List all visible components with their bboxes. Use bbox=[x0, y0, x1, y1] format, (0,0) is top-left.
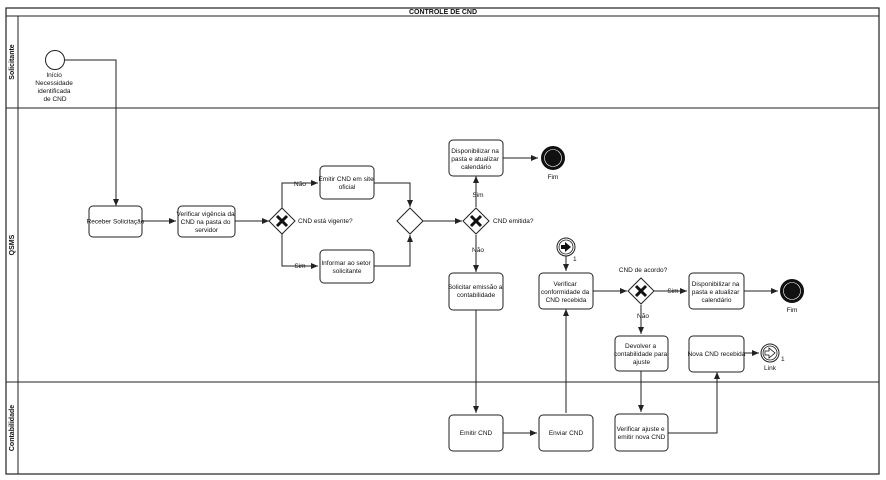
svg-text:Receber Solicitação: Receber Solicitação bbox=[87, 219, 145, 226]
svg-text:Nova CND recebida: Nova CND recebida bbox=[688, 351, 746, 358]
end-event-1[interactable] bbox=[541, 146, 565, 170]
flow-label-sim: Sim bbox=[294, 263, 305, 270]
task-verificar-ajuste[interactable]: Verificar ajuste e emitir nova CND bbox=[614, 413, 669, 452]
end-event-label: Fim bbox=[787, 307, 798, 314]
task-informar-setor[interactable]: Informar ao setor solicitante bbox=[319, 249, 375, 284]
gateway-exclusive-acordo[interactable] bbox=[627, 277, 655, 305]
flow-label-sim: Sim bbox=[667, 288, 678, 295]
gateway-exclusive-vigente[interactable] bbox=[268, 207, 296, 235]
svg-text:Verificar ajuste e emiti: Verificar ajuste e emitir nova CND bbox=[617, 426, 667, 441]
flow-label-nao: Não bbox=[637, 313, 649, 320]
svg-text:Verificar conformidade d: Verificar conformidade da CND recebida bbox=[541, 281, 591, 304]
start-event[interactable] bbox=[45, 50, 65, 70]
link-catch-number: 1 bbox=[573, 256, 577, 263]
end-event-2[interactable] bbox=[780, 279, 804, 303]
gateway-merge[interactable] bbox=[396, 207, 424, 235]
gateway-label-acordo: CND de acordo? bbox=[619, 267, 668, 274]
svg-text:Disponibilizar na pasta: Disponibilizar na pasta e atualizar cale… bbox=[692, 281, 742, 304]
lane-label-contabilidade: Contabilidade bbox=[9, 405, 16, 451]
sequence-flows bbox=[64, 59, 778, 436]
link-throw-event[interactable] bbox=[760, 343, 780, 363]
svg-text:Informar ao setor solici: Informar ao setor solicitante bbox=[321, 260, 372, 275]
task-disponibilizar-1[interactable]: Disponibilizar na pasta e atualizar cale… bbox=[448, 139, 504, 177]
svg-text:Devolver a contabilidade: Devolver a contabilidade para ajuste bbox=[614, 343, 669, 366]
flow-label-sim: Sim bbox=[472, 192, 483, 199]
gateway-exclusive-emitida[interactable] bbox=[462, 207, 490, 235]
flow-label-nao: Não bbox=[472, 247, 484, 254]
task-disponibilizar-2[interactable]: Disponibilizar na pasta e atualizar cale… bbox=[688, 272, 745, 310]
svg-text:Verificar vigência da CN: Verificar vigência da CND na pasta do se… bbox=[177, 211, 237, 234]
svg-text:Solicitar emissão a cont: Solicitar emissão a contabilidade bbox=[448, 284, 504, 299]
svg-text:Disponibilizar na pasta: Disponibilizar na pasta e atualizar cale… bbox=[451, 148, 501, 171]
pool bbox=[5, 7, 880, 475]
task-enviar-cnd[interactable]: Enviar CND bbox=[538, 414, 594, 452]
svg-text:Emitir CND: Emitir CND bbox=[460, 430, 493, 437]
task-emitir-cnd[interactable]: Emitir CND bbox=[448, 414, 504, 452]
task-verificar-vigencia[interactable]: Verificar vigência da CND na pasta do se… bbox=[177, 205, 237, 238]
task-solicitar-emissao[interactable]: Solicitar emissão a contabilidade bbox=[448, 272, 504, 311]
task-devolver-contabilidade[interactable]: Devolver a contabilidade para ajuste bbox=[614, 335, 669, 372]
pool-title: CONTROLE DE CND bbox=[409, 9, 477, 16]
lane-label-qsms: QSMS bbox=[9, 234, 16, 255]
flow-label-nao: Não bbox=[294, 181, 306, 188]
task-emitir-cnd-site[interactable]: Emitir CND em site oficial bbox=[318, 165, 375, 200]
start-event-label: Início Necessidade identificada de CND bbox=[35, 72, 74, 103]
svg-text:Enviar CND: Enviar CND bbox=[549, 430, 584, 437]
svg-text:Emitir CND em site ofici: Emitir CND em site oficial bbox=[318, 176, 375, 191]
task-nova-cnd-recebida[interactable]: Nova CND recebida bbox=[688, 335, 746, 373]
link-throw-number: 1 bbox=[781, 356, 785, 363]
task-verificar-conformidade[interactable]: Verificar conformidade da CND recebida bbox=[538, 272, 594, 310]
gateway-label-emitida: CND emitida? bbox=[493, 218, 534, 225]
task-receber-solicitacao[interactable]: Receber Solicitação bbox=[87, 205, 145, 238]
lane-label-solicitante: Solicitante bbox=[9, 44, 16, 80]
end-event-label: Fim bbox=[548, 174, 559, 181]
gateway-label-vigente: CND está vigente? bbox=[298, 218, 353, 225]
link-throw-label: Link bbox=[764, 365, 777, 372]
link-catch-event[interactable] bbox=[556, 237, 576, 257]
